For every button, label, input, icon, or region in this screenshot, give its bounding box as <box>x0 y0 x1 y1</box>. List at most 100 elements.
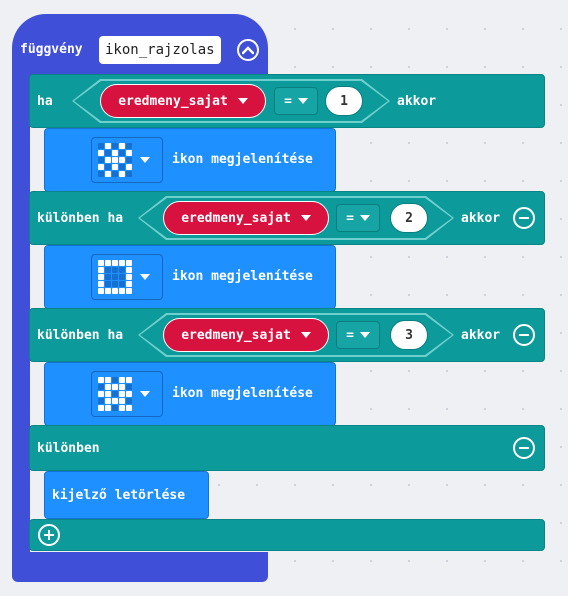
led-pixel <box>98 405 104 411</box>
led-pixel <box>105 391 111 397</box>
function-block-bottom <box>12 552 268 582</box>
led-pixel <box>126 281 132 287</box>
led-pixel <box>105 377 111 383</box>
then-keyword: akkor <box>397 94 437 109</box>
led-pixel <box>98 281 104 287</box>
else-if-keyword: különben ha <box>37 211 124 226</box>
led-pixel <box>112 164 118 170</box>
variable-dropdown-3[interactable]: eredmeny_sajat <box>163 318 329 352</box>
led-pixel <box>126 398 132 404</box>
led-pixel <box>98 398 104 404</box>
show-icon-label: ikon megjelenítése <box>172 386 313 401</box>
dropdown-arrow-icon <box>300 332 311 338</box>
led-pixel <box>119 260 125 266</box>
led-pixel <box>105 281 111 287</box>
led-pixel <box>98 288 104 294</box>
operator-dropdown-1[interactable]: = <box>274 87 318 115</box>
led-pixel <box>105 288 111 294</box>
led-pixel <box>119 377 125 383</box>
dropdown-arrow-icon <box>140 391 150 397</box>
led-pixel <box>98 384 104 390</box>
icon-picker-1[interactable] <box>91 137 163 183</box>
number-input-1[interactable]: 1 <box>325 86 363 116</box>
led-pixel <box>126 143 132 149</box>
led-pixel <box>126 405 132 411</box>
icon-picker-3[interactable] <box>91 371 163 417</box>
led-matrix-icon <box>98 377 132 411</box>
minus-circle-icon[interactable] <box>513 437 535 459</box>
led-pixel <box>112 143 118 149</box>
clear-screen-block[interactable] <box>44 471 209 519</box>
led-pixel <box>126 267 132 273</box>
operator-dropdown-3[interactable]: = <box>336 321 380 349</box>
variable-name: eredmeny_sajat <box>118 93 228 109</box>
else-branch[interactable] <box>29 425 545 471</box>
led-pixel <box>98 150 104 156</box>
led-pixel <box>112 260 118 266</box>
chevron-up-icon[interactable] <box>237 39 259 61</box>
else-if-keyword: különben ha <box>37 328 124 343</box>
variable-dropdown-2[interactable]: eredmeny_sajat <box>163 201 329 235</box>
icon-picker-2[interactable] <box>91 254 163 300</box>
led-pixel <box>126 164 132 170</box>
led-pixel <box>105 267 111 273</box>
led-pixel <box>126 171 132 177</box>
led-pixel <box>126 391 132 397</box>
led-pixel <box>112 391 118 397</box>
number-input-2[interactable]: 2 <box>390 203 428 233</box>
led-pixel <box>112 384 118 390</box>
led-pixel <box>119 391 125 397</box>
led-pixel <box>105 157 111 163</box>
led-pixel <box>105 260 111 266</box>
led-pixel <box>98 377 104 383</box>
dropdown-arrow-icon <box>359 215 370 221</box>
led-matrix-icon <box>98 260 132 294</box>
minus-circle-icon[interactable] <box>513 207 535 229</box>
then-keyword: akkor <box>461 328 501 343</box>
led-pixel <box>98 157 104 163</box>
number-input-3[interactable]: 3 <box>390 320 428 350</box>
led-pixel <box>112 267 118 273</box>
operator-label: = <box>284 93 292 109</box>
dropdown-arrow-icon <box>359 332 370 338</box>
led-pixel <box>119 384 125 390</box>
led-pixel <box>105 171 111 177</box>
variable-dropdown-1[interactable]: eredmeny_sajat <box>100 84 266 118</box>
operator-label: = <box>346 210 354 226</box>
show-icon-label: ikon megjelenítése <box>172 152 313 167</box>
dropdown-arrow-icon <box>237 98 248 104</box>
dropdown-arrow-icon <box>140 274 150 280</box>
function-name-field[interactable]: ikon_rajzolas <box>99 36 221 64</box>
operator-dropdown-2[interactable]: = <box>336 204 380 232</box>
led-pixel <box>105 398 111 404</box>
show-icon-label: ikon megjelenítése <box>172 269 313 284</box>
led-pixel <box>119 398 125 404</box>
led-matrix-icon <box>98 143 132 177</box>
led-pixel <box>112 274 118 280</box>
led-pixel <box>119 171 125 177</box>
led-pixel <box>119 281 125 287</box>
led-pixel <box>112 157 118 163</box>
if-block-footer <box>29 519 545 551</box>
led-pixel <box>126 157 132 163</box>
led-pixel <box>119 274 125 280</box>
led-pixel <box>126 384 132 390</box>
led-pixel <box>119 405 125 411</box>
then-keyword: akkor <box>461 211 501 226</box>
function-keyword: függvény <box>20 42 83 57</box>
dropdown-arrow-icon <box>300 215 311 221</box>
led-pixel <box>112 281 118 287</box>
led-pixel <box>119 150 125 156</box>
led-pixel <box>105 143 111 149</box>
led-pixel <box>112 171 118 177</box>
led-pixel <box>119 288 125 294</box>
led-pixel <box>105 384 111 390</box>
led-pixel <box>112 150 118 156</box>
plus-circle-icon[interactable] <box>38 524 60 546</box>
led-pixel <box>98 164 104 170</box>
minus-circle-icon[interactable] <box>513 324 535 346</box>
led-pixel <box>119 157 125 163</box>
led-pixel <box>126 288 132 294</box>
led-pixel <box>98 260 104 266</box>
variable-name: eredmeny_sajat <box>181 327 291 343</box>
